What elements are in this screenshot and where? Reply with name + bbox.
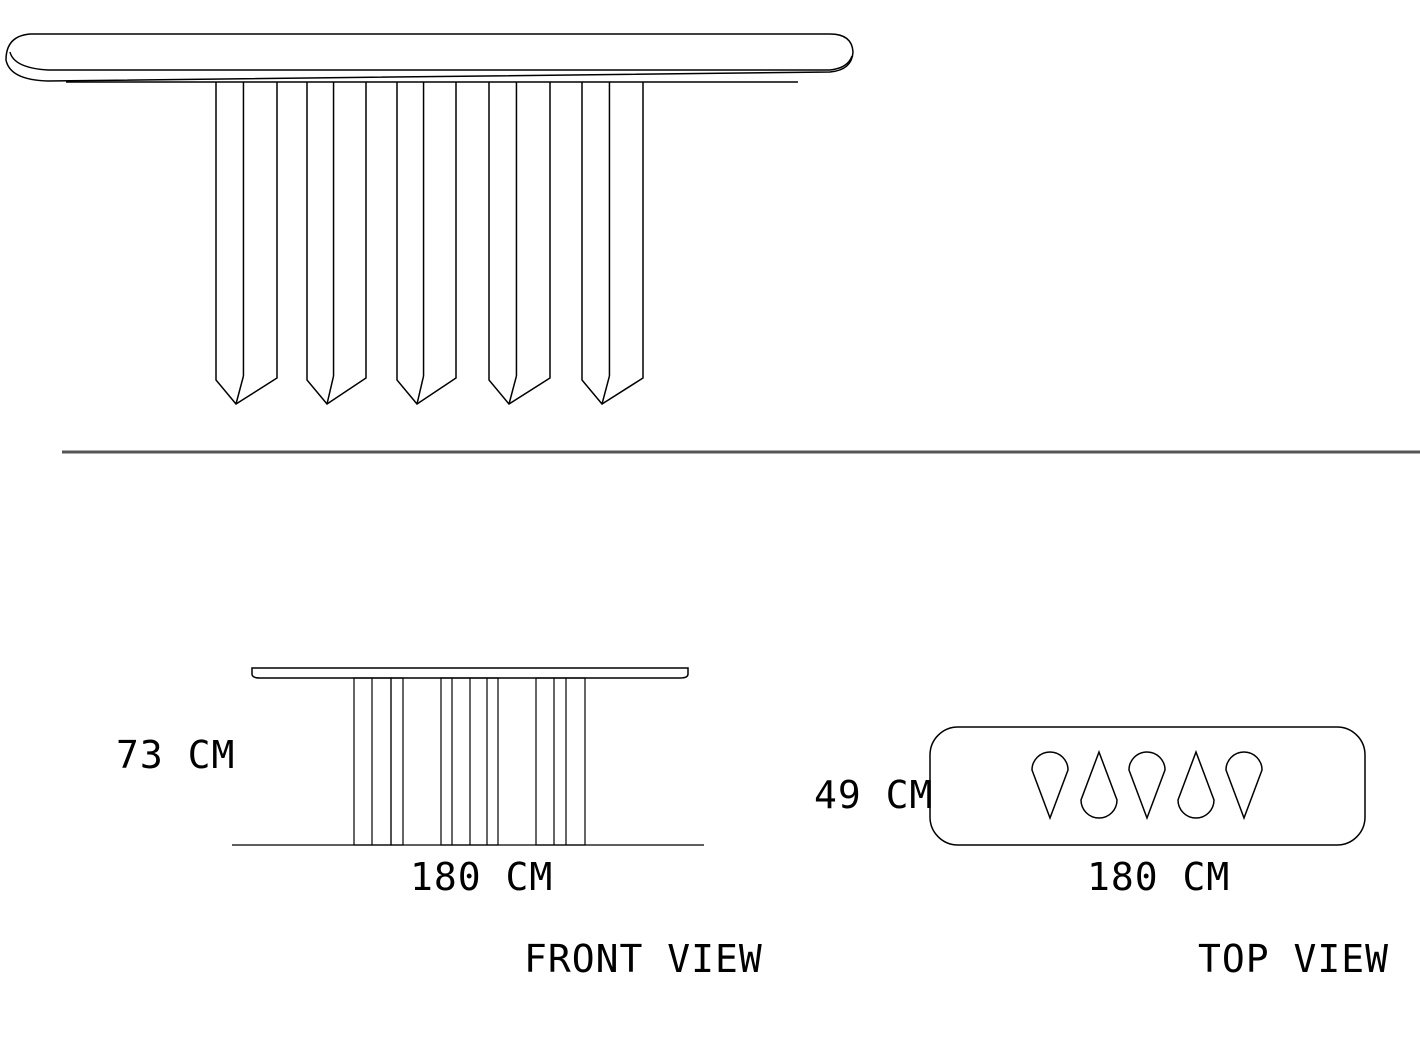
top-width-label: 180 CM — [1087, 855, 1230, 899]
front-legs — [353, 677, 586, 846]
front-height-label: 73 CM — [116, 733, 235, 777]
detail-elevation — [5, 33, 854, 83]
detail-tabletop — [5, 33, 854, 82]
top-view-title: TOP VIEW — [1198, 937, 1389, 981]
top-tabletop — [929, 726, 1366, 846]
top-depth-label: 49 CM — [814, 773, 933, 817]
top-leg — [1128, 751, 1166, 821]
top-leg — [1225, 751, 1263, 821]
detail-leg — [215, 82, 278, 405]
detail-leg — [396, 82, 457, 405]
front-leg — [535, 677, 586, 846]
front-tabletop — [251, 667, 689, 679]
top-view — [929, 726, 1366, 846]
detail-leg — [306, 82, 367, 405]
front-width-label: 180 CM — [410, 855, 553, 899]
top-legs — [1031, 749, 1263, 821]
top-leg — [1080, 749, 1118, 819]
top-leg — [1177, 749, 1215, 819]
front-view-title: FRONT VIEW — [524, 937, 763, 981]
top-leg — [1031, 751, 1069, 821]
detail-tabletop-edge — [9, 51, 853, 71]
front-view — [232, 667, 704, 846]
detail-legs — [215, 82, 644, 405]
detail-leg — [581, 82, 644, 405]
front-leg — [390, 677, 404, 846]
detail-leg — [488, 82, 551, 405]
